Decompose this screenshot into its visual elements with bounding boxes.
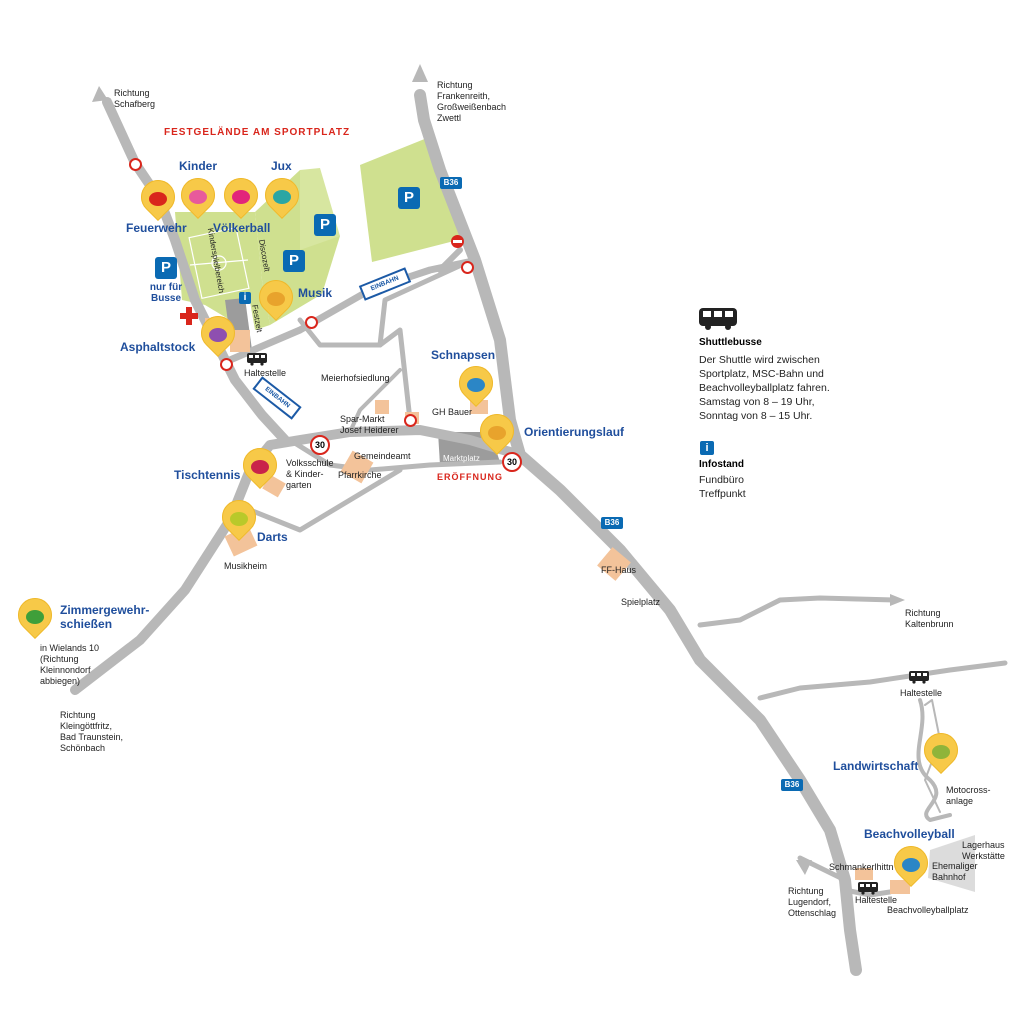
legend-info-title: Infostand (699, 459, 744, 470)
bird-feuerwehr-icon (149, 192, 167, 206)
bird-zimmergewehr-icon (26, 610, 44, 624)
label-haltestelle-bottom: Haltestelle (855, 895, 898, 905)
label-musikheim: Musikheim (224, 561, 268, 571)
festival-title: FESTGELÄNDE AM SPORTPLATZ (164, 127, 351, 138)
road-marker (129, 158, 142, 171)
b36-sign: B36 (781, 779, 803, 791)
label-spielplatz: Spielplatz (621, 597, 661, 607)
event-schnapsen: Schnapsen (431, 348, 496, 362)
event-landwirtschaft: Landwirtschaft (833, 759, 919, 773)
parking-sign: P (314, 214, 336, 236)
label-eroeffnung: ERÖFFNUNG (437, 472, 503, 482)
bird-darts-icon (230, 512, 248, 526)
bird-tischtennis-icon (251, 460, 269, 474)
label-gh-bauer: GH Bauer (432, 407, 473, 417)
shuttle-bus-icon (699, 308, 737, 330)
label-pfarrkirche: Pfarrkirche (338, 470, 382, 480)
label-lagerhaus: Lagerhaus Werkstätte (962, 840, 1005, 861)
label-marktplatz: Marktplatz (443, 454, 480, 463)
bus-stop-icon (247, 353, 267, 366)
bird-orientierungslauf-icon (488, 426, 506, 440)
bird-musik-icon (267, 292, 285, 306)
road-marker (220, 358, 233, 371)
road-marker (404, 414, 417, 427)
event-voelkerball: Völkerball (213, 221, 271, 235)
parking-sign: P (283, 250, 305, 272)
parking-sign: P (398, 187, 420, 209)
label-bahnhof: Ehemaliger Bahnhof (932, 861, 978, 882)
direction-lugendorf: Richtung Lugendorf, Ottenschlag (788, 886, 837, 918)
info-stand-icon: i (239, 292, 251, 304)
event-kinder: Kinder (179, 159, 218, 173)
event-beachvolleyball: Beachvolleyball (864, 827, 955, 841)
direction-frankenreith: Richtung Frankenreith, Großweißenbach Zw… (437, 80, 507, 123)
label-gemeindeamt: Gemeindeamt (354, 451, 411, 461)
label-zimmer-note: in Wielands 10 (Richtung Kleinnondorf ab… (40, 643, 100, 686)
direction-kaltenbrunn: Richtung Kaltenbrunn (905, 608, 954, 629)
bus-stop-icon (909, 671, 929, 684)
bird-voelkerball-icon (232, 190, 250, 204)
event-jux: Jux (271, 159, 292, 173)
b36-sign: B36 (601, 517, 623, 529)
direction-schafberg: Richtung Schafberg (114, 88, 156, 109)
legend-info-text: Fundbüro Treffpunkt (699, 474, 746, 500)
road-marker (305, 316, 318, 329)
b36-sign: B36 (440, 177, 462, 189)
label-volksschule: Volksschule & Kinder- garten (286, 458, 334, 490)
bird-asphaltstock-icon (209, 328, 227, 342)
event-musik: Musik (298, 286, 333, 300)
label-spar-markt: Spar-Markt Josef Heiderer (340, 414, 399, 435)
football-pitch (188, 226, 250, 300)
event-darts: Darts (257, 530, 288, 544)
parking-sign-bus: P (155, 257, 177, 279)
bird-kinder-icon (189, 190, 207, 204)
direction-kleingoettfritz: Richtung Kleingöttfritz, Bad Traunstein,… (60, 710, 124, 753)
label-haltestelle-top: Haltestelle (244, 368, 287, 378)
parking-bus-note: nur für Busse (149, 282, 183, 304)
legend-shuttle-text: Der Shuttle wird zwischen Sportplatz, MS… (699, 354, 830, 422)
label-meierhofsiedlung: Meierhofsiedlung (321, 373, 390, 383)
bahnhof-area (928, 835, 975, 892)
bus-stop-icon (858, 882, 878, 895)
speed-limit-sign: 30 (310, 435, 330, 455)
label-ff-haus: FF-Haus (601, 565, 637, 575)
event-zimmergewehr: Zimmergewehr- schießen (60, 603, 150, 631)
bird-jux-icon (273, 190, 291, 204)
event-feuerwehr: Feuerwehr (126, 221, 187, 235)
legend-info-icon: i (700, 441, 714, 455)
legend-shuttle-title: Shuttlebusse (699, 337, 762, 348)
label-schmankerl: Schmankerlhittn (829, 862, 894, 872)
label-haltestelle-right: Haltestelle (900, 688, 943, 698)
bird-beachvolleyball-icon (902, 858, 920, 872)
direction-arrows (92, 64, 905, 875)
label-beachvolleyballplatz: Beachvolleyballplatz (887, 905, 969, 915)
event-orientierungslauf: Orientierungslauf (524, 425, 625, 439)
road-marker (461, 261, 474, 274)
no-entry-sign (451, 235, 464, 248)
event-tischtennis: Tischtennis (174, 468, 241, 482)
bird-schnapsen-icon (467, 378, 485, 392)
bird-landwirtschaft-icon (932, 745, 950, 759)
label-motocross: Motocross- anlage (946, 785, 991, 806)
event-asphaltstock: Asphaltstock (120, 340, 196, 354)
speed-limit-sign: 30 (502, 452, 522, 472)
first-aid-icon (179, 306, 199, 326)
